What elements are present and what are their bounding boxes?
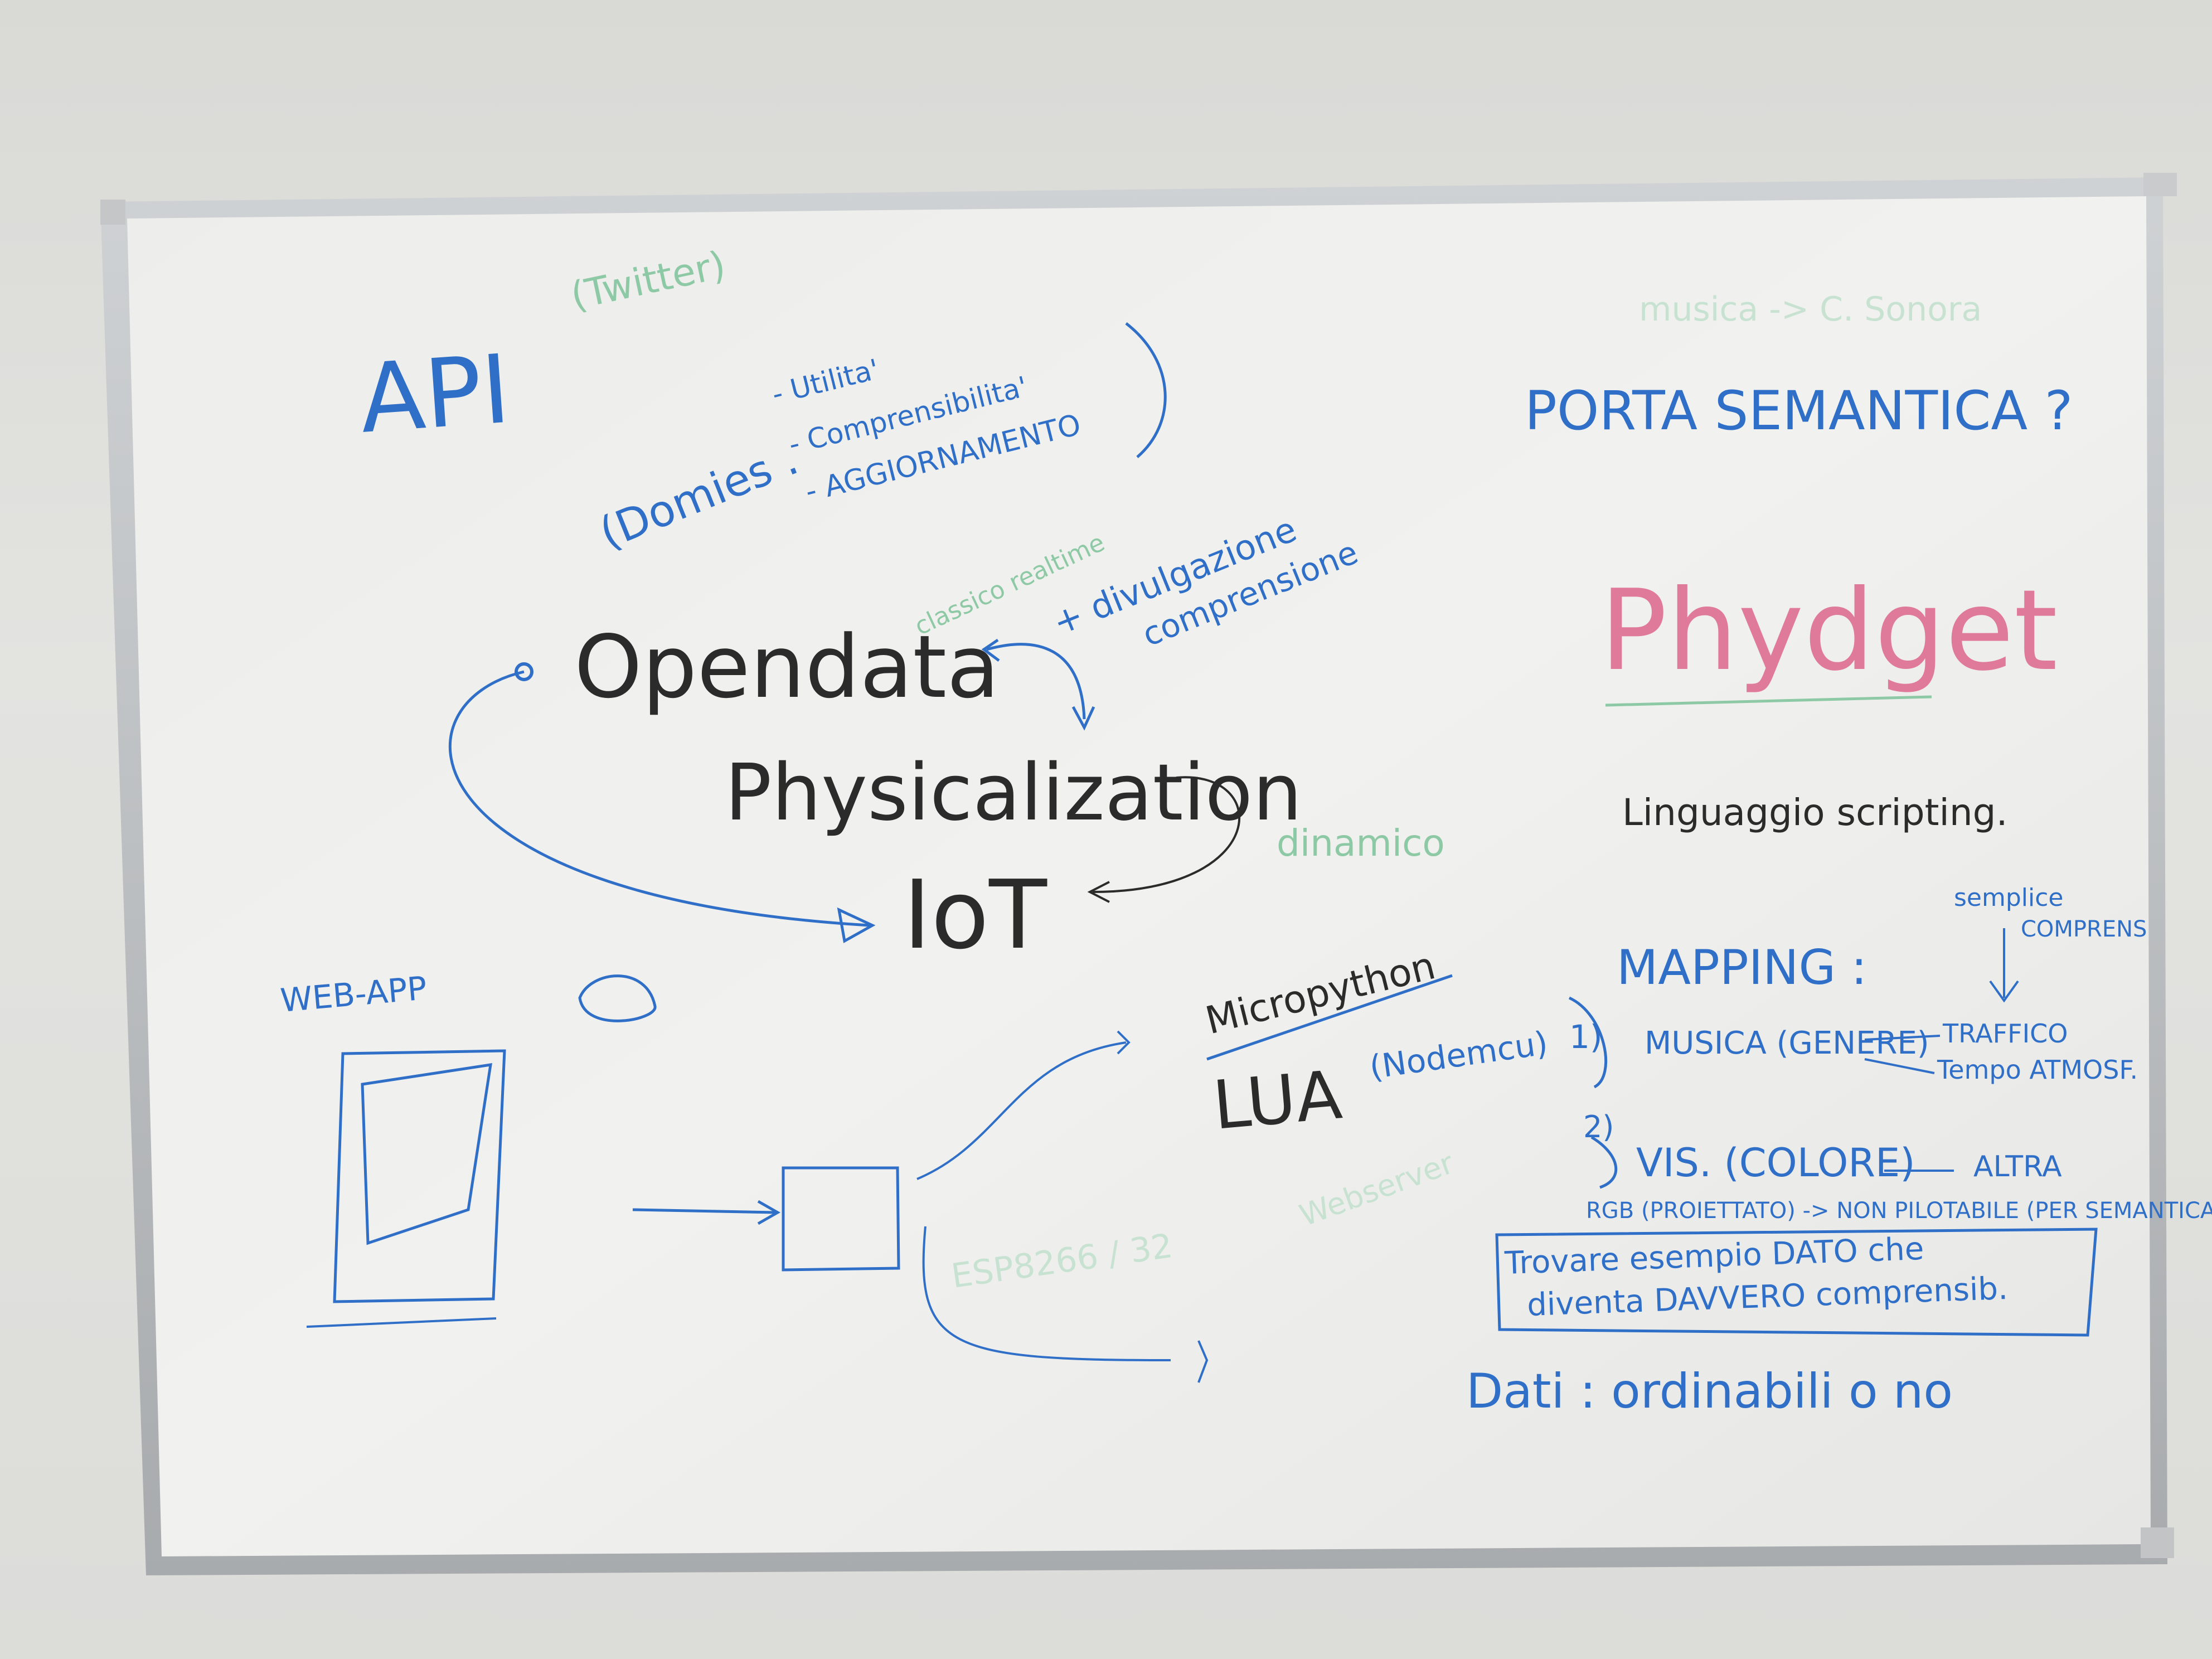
dinamico-text: dinamico	[1277, 822, 1445, 865]
whiteboard-frame	[100, 173, 2177, 1575]
device-branch-up	[916, 1041, 1127, 1180]
musica-traffico-arrow	[1864, 1035, 1941, 1041]
musica-genere-text: MUSICA (GENERE)	[1645, 1025, 1929, 1061]
device-branch-up-arrowhead	[1117, 1030, 1131, 1055]
list-close-bracket	[1125, 322, 1167, 458]
porta-semantica-text: PORTA SEMANTICA ?	[1525, 380, 2073, 442]
whiteboard-surface	[127, 196, 2151, 1556]
semplice-arrowhead	[1989, 980, 2019, 1003]
rgb-line-text: RGB (PROIETTATO) -> NON PILOTABILE (PER …	[1586, 1198, 2212, 1224]
divulgazione-arrowhead-top	[981, 638, 1000, 662]
altra-text: ALTRA	[1973, 1150, 2062, 1183]
webapp-blob	[578, 974, 657, 1022]
device-box	[782, 1166, 900, 1272]
opendata-text: Opendata	[574, 617, 1000, 717]
mapping-number-1: 1)	[1569, 1018, 1603, 1056]
traffico-text: TRAFFICO	[1942, 1018, 2068, 1049]
frame-corner-top-left	[100, 200, 125, 225]
micropython-underline	[1206, 974, 1453, 1061]
device-branch-down	[922, 1226, 1171, 1361]
webapp-device-sketch	[306, 1049, 506, 1328]
lua-text: LUA	[1210, 1056, 1345, 1145]
device-branch-down-arrowhead	[1197, 1340, 1209, 1383]
mapping-number-2: 2)	[1583, 1109, 1614, 1144]
vis-colore-text: VIS. (COLORE)	[1636, 1140, 1915, 1186]
linguaggio-text: Linguaggio scripting.	[1622, 791, 2008, 834]
webapp-to-device-arrowhead	[757, 1200, 781, 1225]
divulgazione-arrow	[986, 643, 1086, 720]
trovare-box	[1495, 1228, 2098, 1337]
right-notes: musica -> C. Sonora PORTA SEMANTICA ? Ph…	[1466, 290, 2212, 1419]
dinamico-arrowhead	[1087, 881, 1110, 903]
semplice-text: semplice	[1954, 884, 2064, 912]
mapping-bracket	[1568, 996, 1607, 1089]
mapping-text: MAPPING :	[1617, 940, 1867, 996]
frame-corner-bottom-right	[2141, 1527, 2174, 1558]
physicalization-text: Physicalization	[725, 748, 1302, 838]
mapping-bracket-2	[1590, 1136, 1618, 1189]
phydget-text: Phydget	[1600, 566, 2058, 696]
opendata-iot-loop-arrow	[448, 670, 870, 927]
opendata-iot-arrowhead	[837, 907, 876, 943]
divulgazione-arrowhead-bottom	[1071, 706, 1095, 731]
comprens-text: COMPRENS	[2021, 916, 2147, 942]
api-text: API	[356, 334, 513, 455]
phydget-underline	[1605, 695, 1932, 707]
opendata-loop-start	[515, 662, 533, 681]
iot-text: IoT	[903, 860, 1047, 971]
musica-top-text: musica -> C. Sonora	[1639, 290, 1982, 329]
webapp-to-device-arrow	[632, 1208, 775, 1214]
dati-final-text: Dati : ordinabili o no	[1466, 1364, 1953, 1419]
musica-tempo-arrow	[1864, 1058, 1935, 1074]
tempo-atmosf-text: Tempo ATMOSF.	[1937, 1055, 2138, 1085]
dinamico-loop-arrow	[1092, 776, 1240, 893]
frame-corner-top-right	[2143, 173, 2177, 196]
